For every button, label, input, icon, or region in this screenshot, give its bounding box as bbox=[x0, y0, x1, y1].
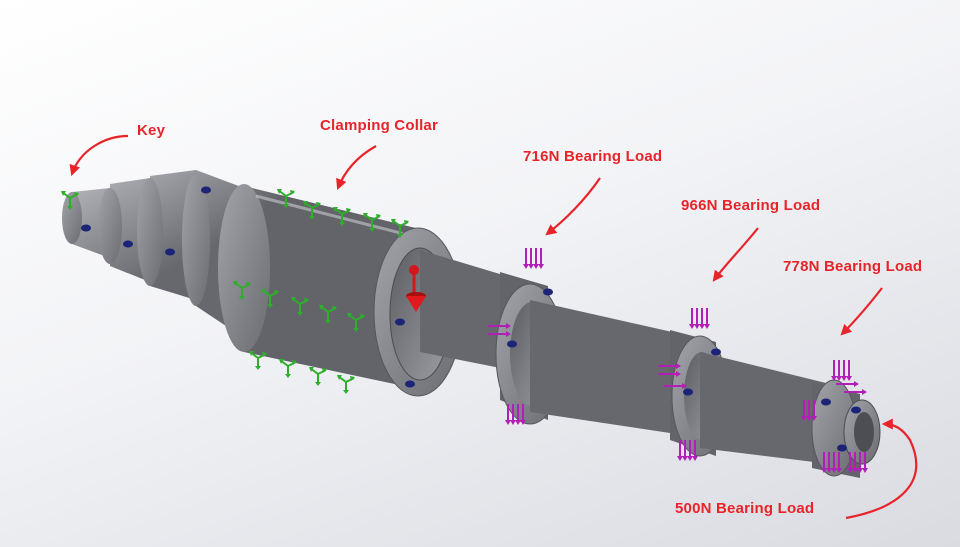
bearing-load-arrow-side bbox=[488, 331, 511, 337]
constraint-marker bbox=[405, 380, 415, 388]
bearing-load-arrow-cluster bbox=[801, 400, 817, 421]
key-callout-arrow bbox=[69, 134, 129, 177]
bearing-load-arrow-side bbox=[664, 383, 687, 389]
bearing-load-arrow-side bbox=[488, 323, 511, 329]
bearing-load-arrow-cluster bbox=[523, 248, 544, 269]
constraint-marker bbox=[543, 288, 553, 296]
fixture-arrow bbox=[337, 375, 355, 394]
fixture-arrow bbox=[347, 313, 365, 332]
remote-load-pin[interactable] bbox=[406, 265, 426, 312]
constraint-marker bbox=[507, 340, 517, 348]
bearing-load-arrow-side bbox=[658, 371, 681, 377]
constraint-marker bbox=[851, 406, 861, 414]
load-716-label: 716N Bearing Load bbox=[523, 148, 663, 165]
collar-callout-arrow bbox=[336, 145, 377, 191]
constraint-marker bbox=[711, 348, 721, 356]
bearing-load-arrow-cluster bbox=[505, 404, 526, 425]
bearing-load-arrow-cluster bbox=[689, 308, 710, 329]
load-778-label: 778N Bearing Load bbox=[783, 258, 923, 275]
key-label: Key bbox=[137, 122, 166, 139]
fixture-arrow bbox=[277, 189, 295, 208]
annotation-arrows bbox=[69, 134, 918, 520]
bearing-load-arrow-cluster bbox=[831, 360, 852, 381]
constraint-markers bbox=[81, 186, 861, 452]
fixture-arrow bbox=[303, 201, 321, 220]
fixture-arrow bbox=[319, 305, 337, 324]
constraint-marker bbox=[683, 388, 693, 396]
load-778-callout-arrow bbox=[840, 287, 883, 336]
bearing-load-arrow-side bbox=[836, 381, 859, 387]
constraint-marker bbox=[201, 186, 211, 194]
load-500-callout-arrow bbox=[845, 418, 918, 520]
fixture-arrow bbox=[249, 351, 267, 370]
load-966-label: 966N Bearing Load bbox=[681, 197, 821, 214]
constraint-marker bbox=[837, 444, 847, 452]
fixture-arrow bbox=[391, 219, 409, 238]
bearing-load-arrow-cluster bbox=[821, 452, 842, 473]
fixture-arrow bbox=[333, 207, 351, 226]
shaft-geometry bbox=[62, 170, 881, 478]
fixture-arrows bbox=[61, 189, 409, 394]
constraint-marker bbox=[123, 240, 133, 248]
bearing-load-arrow-cluster bbox=[847, 452, 868, 473]
clamping-collar-label: Clamping Collar bbox=[320, 117, 439, 134]
load-500-label: 500N Bearing Load bbox=[675, 500, 815, 517]
bearing-load-arrow-side bbox=[658, 363, 681, 369]
bearing-load-arrow-cluster bbox=[677, 440, 698, 461]
fixture-arrow bbox=[261, 289, 279, 308]
bearing-load-arrow-side bbox=[844, 389, 867, 395]
fixture-arrow bbox=[363, 213, 381, 232]
load-966-callout-arrow bbox=[712, 227, 759, 282]
fixture-arrow bbox=[291, 297, 309, 316]
fixture-arrow bbox=[309, 367, 327, 386]
fixture-arrow bbox=[279, 359, 297, 378]
constraint-marker bbox=[395, 318, 405, 326]
constraint-marker bbox=[821, 398, 831, 406]
constraint-marker bbox=[165, 248, 175, 256]
bearing-load-arrows bbox=[488, 248, 868, 473]
constraint-marker bbox=[81, 224, 91, 232]
load-716-callout-arrow bbox=[545, 177, 601, 236]
fixture-arrow bbox=[61, 191, 79, 210]
fixture-arrow bbox=[233, 281, 251, 300]
